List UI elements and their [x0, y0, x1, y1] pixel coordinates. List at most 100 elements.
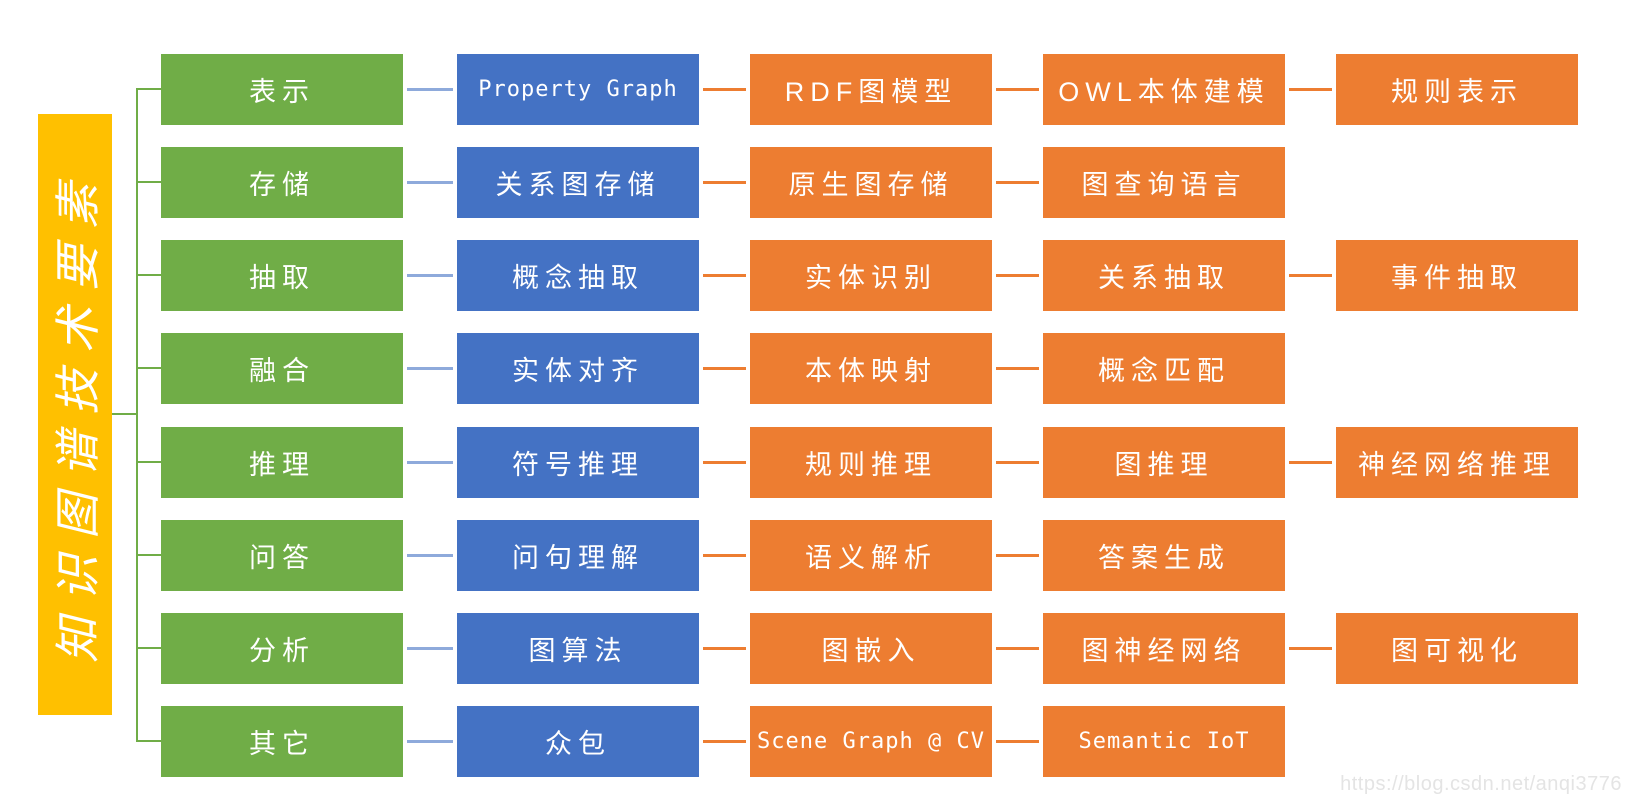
node-label: 众包	[545, 729, 611, 759]
branch-line	[136, 274, 161, 276]
tech-node: 关系图存储	[457, 147, 699, 218]
branch-line	[136, 647, 161, 649]
connector-line	[407, 554, 453, 557]
branch-line	[136, 181, 161, 183]
csdn-watermark: https://blog.csdn.net/anqi3776	[1340, 773, 1622, 795]
tech-node: 符号推理	[457, 427, 699, 498]
node-label: 答案生成	[1098, 543, 1230, 573]
tech-node: 语义解析	[750, 520, 992, 591]
node-label: 推理	[249, 450, 315, 480]
connector-line	[1289, 274, 1332, 277]
tech-node: 概念匹配	[1043, 333, 1285, 404]
connector-line	[703, 367, 746, 370]
category-node: 融合	[161, 333, 403, 404]
node-label: 概念匹配	[1098, 356, 1230, 386]
node-label: 关系图存储	[495, 170, 661, 200]
tech-node: 规则推理	[750, 427, 992, 498]
root-connector-line	[112, 413, 137, 415]
diagram-row-other: 其它 众包 Scene Graph @ CV Semantic IoT	[136, 706, 1285, 777]
node-label: 表示	[249, 77, 315, 107]
diagram-row-representation: 表示 Property Graph RDF图模型 OWL本体建模 规则表示	[136, 54, 1578, 125]
node-label: 规则表示	[1391, 77, 1523, 107]
diagram-row-reasoning: 推理 符号推理 规则推理 图推理 神经网络推理	[136, 427, 1578, 498]
diagram-row-storage: 存储 关系图存储 原生图存储 图查询语言	[136, 147, 1285, 218]
category-node: 存储	[161, 147, 403, 218]
connector-line	[407, 367, 453, 370]
node-label: 存储	[249, 170, 315, 200]
node-label: 语义解析	[805, 543, 937, 573]
node-label: 实体识别	[805, 263, 937, 293]
connector-line	[996, 367, 1039, 370]
tech-node: 众包	[457, 706, 699, 777]
branch-line	[136, 740, 161, 742]
node-label: 事件抽取	[1391, 263, 1523, 293]
node-label: 概念抽取	[512, 263, 644, 293]
node-label: 原生图存储	[788, 170, 954, 200]
tech-node: 实体识别	[750, 240, 992, 311]
category-node: 分析	[161, 613, 403, 684]
category-node: 问答	[161, 520, 403, 591]
node-label: 规则推理	[805, 450, 937, 480]
connector-line	[703, 554, 746, 557]
diagram-row-qa: 问答 问句理解 语义解析 答案生成	[136, 520, 1285, 591]
tech-node: 图嵌入	[750, 613, 992, 684]
node-label: 图可视化	[1391, 636, 1523, 666]
tech-node: 原生图存储	[750, 147, 992, 218]
branch-line	[136, 367, 161, 369]
branch-line	[136, 88, 161, 90]
tech-node: 图查询语言	[1043, 147, 1285, 218]
diagram-title: 知识图谱技术要素	[53, 166, 104, 663]
node-label: Semantic IoT	[1078, 729, 1250, 754]
tech-node: 事件抽取	[1336, 240, 1578, 311]
tech-node: Scene Graph @ CV	[750, 706, 992, 777]
connector-line	[996, 740, 1039, 743]
connector-line	[703, 740, 746, 743]
node-label: Property Graph	[478, 77, 678, 102]
node-label: 神经网络推理	[1358, 450, 1556, 480]
node-label: 图神经网络	[1081, 636, 1247, 666]
connector-line	[407, 274, 453, 277]
node-label: 融合	[249, 356, 315, 386]
tech-node: 规则表示	[1336, 54, 1578, 125]
node-label: 问答	[249, 543, 315, 573]
connector-line	[703, 274, 746, 277]
connector-line	[996, 647, 1039, 650]
node-label: 图查询语言	[1081, 170, 1247, 200]
node-label: Scene Graph @ CV	[757, 729, 985, 754]
tech-node: OWL本体建模	[1043, 54, 1285, 125]
branch-line	[136, 461, 161, 463]
connector-line	[703, 88, 746, 91]
tech-node: 概念抽取	[457, 240, 699, 311]
tech-node: 实体对齐	[457, 333, 699, 404]
connector-line	[1289, 647, 1332, 650]
connector-line	[996, 181, 1039, 184]
tech-node: 神经网络推理	[1336, 427, 1578, 498]
connector-line	[407, 181, 453, 184]
category-node: 表示	[161, 54, 403, 125]
connector-line	[1289, 88, 1332, 91]
node-label: RDF图模型	[784, 77, 958, 107]
node-label: 分析	[249, 636, 315, 666]
tech-node: 关系抽取	[1043, 240, 1285, 311]
node-label: OWL本体建模	[1058, 77, 1270, 107]
tech-node: 图可视化	[1336, 613, 1578, 684]
node-label: 符号推理	[512, 450, 644, 480]
node-label: 图嵌入	[821, 636, 921, 666]
node-label: 其它	[249, 729, 315, 759]
node-label: 图算法	[528, 636, 628, 666]
node-label: 实体对齐	[512, 356, 644, 386]
node-label: 问句理解	[512, 543, 644, 573]
category-node: 其它	[161, 706, 403, 777]
node-label: 关系抽取	[1098, 263, 1230, 293]
connector-line	[996, 461, 1039, 464]
connector-line	[703, 181, 746, 184]
tech-node: 问句理解	[457, 520, 699, 591]
connector-line	[407, 461, 453, 464]
tech-node: RDF图模型	[750, 54, 992, 125]
category-node: 推理	[161, 427, 403, 498]
node-label: 本体映射	[805, 356, 937, 386]
node-label: 抽取	[249, 263, 315, 293]
tech-node: 答案生成	[1043, 520, 1285, 591]
category-node: 抽取	[161, 240, 403, 311]
connector-line	[407, 740, 453, 743]
